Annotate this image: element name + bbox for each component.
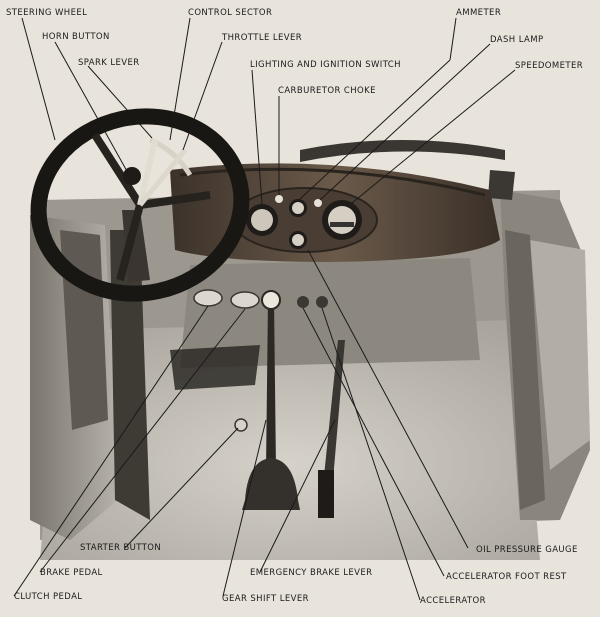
accelerator-button	[316, 296, 328, 308]
label-dash-lamp: DASH LAMP	[490, 35, 544, 45]
label-accelerator-foot-rest: ACCELERATOR FOOT REST	[446, 572, 567, 582]
floor	[40, 320, 540, 560]
label-emergency-brake-lever: EMERGENCY BRAKE LEVER	[250, 568, 373, 578]
label-horn-button: HORN BUTTON	[42, 32, 110, 42]
label-throttle-lever: THROTTLE LEVER	[222, 33, 303, 43]
dash-lamp-fixture	[314, 199, 322, 207]
label-spark-lever: SPARK LEVER	[78, 58, 140, 68]
leader-lines	[13, 17, 516, 601]
label-speedometer: SPEEDOMETER	[515, 61, 584, 71]
label-oil-pressure-gauge: OIL PRESSURE GAUGE	[476, 545, 578, 555]
floor-mat	[170, 345, 260, 390]
brake-pedal	[230, 291, 260, 309]
accelerator-foot-rest	[297, 296, 309, 308]
label-accelerator: ACCELERATOR	[420, 596, 486, 606]
label-brake-pedal: BRAKE PEDAL	[40, 568, 103, 578]
label-carburetor-choke: CARBURETOR CHOKE	[278, 86, 376, 96]
steering-column	[122, 210, 150, 282]
choke-knob	[275, 195, 283, 203]
label-lighting-ignition-switch: LIGHTING AND IGNITION SWITCH	[250, 60, 401, 70]
label-control-sector: CONTROL SECTOR	[188, 8, 273, 18]
spark-lever	[137, 139, 158, 206]
label-steering-wheel: STEERING WHEEL	[6, 8, 88, 18]
label-clutch-pedal: CLUTCH PEDAL	[14, 592, 83, 602]
label-gear-shift-lever: GEAR SHIFT LEVER	[222, 594, 309, 604]
gear-shift-lever	[266, 300, 276, 470]
label-starter-button: STARTER BUTTON	[80, 543, 162, 553]
label-ammeter: AMMETER	[456, 8, 502, 18]
steering-wheel	[30, 108, 250, 302]
windshield-frame	[300, 140, 505, 162]
clutch-pedal	[193, 289, 223, 307]
throttle-lever	[138, 148, 187, 207]
toe-board	[180, 258, 480, 368]
gear-shift-boot	[242, 458, 300, 510]
